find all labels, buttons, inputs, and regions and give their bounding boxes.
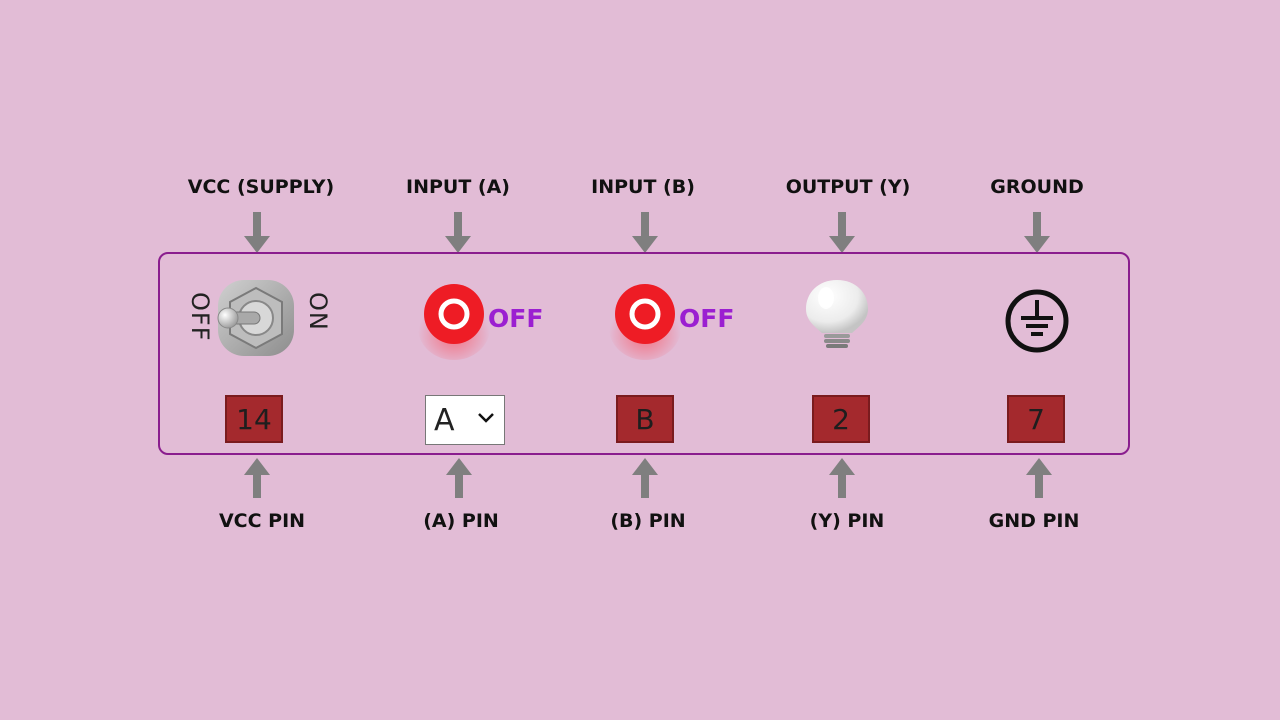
input-b-label: INPUT (B)	[591, 176, 695, 198]
pin-a-select[interactable]: A	[425, 395, 505, 445]
up-arrow-icon	[829, 458, 855, 498]
vcc-pin-box: 14	[225, 395, 283, 443]
vcc-supply-label: VCC (SUPPLY)	[187, 176, 335, 198]
up-arrow-icon	[632, 458, 658, 498]
y-pin-label: (Y) PIN	[809, 510, 885, 532]
input-a-button[interactable]: OFF	[418, 280, 548, 360]
input-b-state: OFF	[679, 304, 735, 333]
push-button-icon	[418, 284, 490, 360]
down-arrow-icon	[1024, 212, 1050, 253]
push-button-icon	[609, 284, 681, 360]
vcc-pin-label: VCC PIN	[218, 510, 306, 532]
toggle-switch-icon	[217, 280, 294, 356]
up-arrow-icon	[1026, 458, 1052, 498]
ic-panel	[158, 252, 1130, 455]
light-bulb-icon	[806, 280, 868, 348]
chevron-down-icon	[478, 413, 494, 423]
down-arrow-icon	[244, 212, 270, 253]
toggle-on-label: ON	[304, 292, 332, 331]
pin-y-box: 2	[812, 395, 870, 443]
up-arrow-icon	[244, 458, 270, 498]
gnd-pin-label: GND PIN	[988, 510, 1080, 532]
pin-a-select-value: A	[434, 402, 455, 438]
input-a-label: INPUT (A)	[406, 176, 510, 198]
vcc-toggle-switch[interactable]: OFF ON	[180, 278, 332, 360]
ground-icon	[1005, 289, 1069, 353]
ground-label: GROUND	[990, 176, 1084, 198]
b-pin-label: (B) PIN	[610, 510, 686, 532]
down-arrow-icon	[445, 212, 471, 253]
down-arrow-icon	[632, 212, 658, 253]
input-a-state: OFF	[488, 304, 544, 333]
up-arrow-icon	[446, 458, 472, 498]
down-arrow-icon	[829, 212, 855, 253]
input-b-button[interactable]: OFF	[609, 280, 739, 360]
a-pin-label: (A) PIN	[423, 510, 499, 532]
pin-b-box: B	[616, 395, 674, 443]
output-y-label: OUTPUT (Y)	[785, 176, 911, 198]
gnd-pin-box: 7	[1007, 395, 1065, 443]
